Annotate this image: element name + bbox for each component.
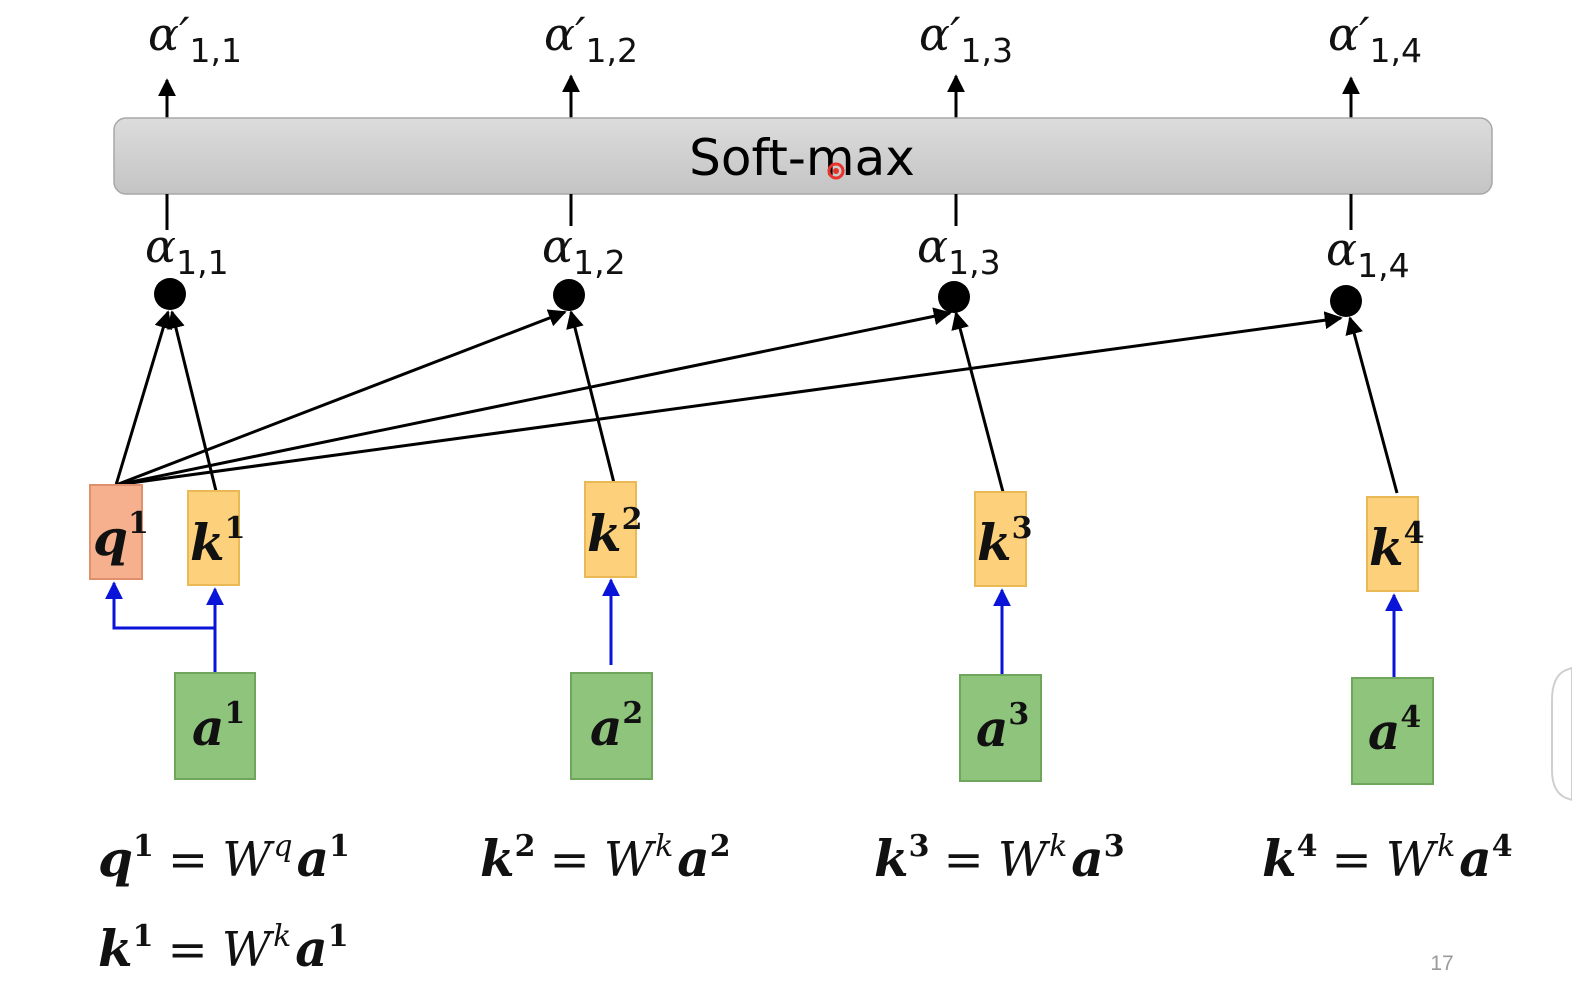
equation-k2: k2=Wka2 <box>480 829 731 888</box>
equation-k1: k1=Wka1 <box>98 919 349 978</box>
equations: q1=Wqa1 k2=Wka2 k3=Wka3 k4=Wka4 k1=Wka1 <box>98 829 1513 978</box>
key-arrow-1 <box>167 310 218 492</box>
key-vector-k3: k3 <box>974 491 1033 587</box>
key-vector-k1: k1 <box>187 490 246 586</box>
dot-product-node-3 <box>938 281 970 313</box>
input-box-3 <box>959 674 1042 782</box>
projection-arrows <box>105 578 1403 680</box>
key-box-3 <box>974 491 1027 587</box>
key-box-2 <box>584 481 637 578</box>
key-arrow-2 <box>566 310 617 488</box>
score-alpha-1-3: α1,3 <box>917 219 1001 282</box>
side-panel-edge[interactable] <box>1551 666 1572 802</box>
page-number: 17 <box>1430 952 1453 975</box>
key-arrows <box>167 310 1399 494</box>
input-box-2 <box>570 672 653 780</box>
key-box-1 <box>187 490 240 586</box>
output-alpha-prime-1-1: α′1,1 <box>148 7 242 70</box>
query-arrows <box>114 307 1343 487</box>
projection-arrow-a1-to-q1 <box>105 581 215 630</box>
score-alpha-1-1: α1,1 <box>145 219 229 282</box>
key-box-4 <box>1366 496 1419 592</box>
input-label-2: a2 <box>590 696 643 757</box>
key-vector-k2: k2 <box>584 481 643 578</box>
input-label-3: a3 <box>976 697 1029 758</box>
score-softmax-lines <box>165 194 1353 230</box>
key-arrow-3 <box>951 311 1005 493</box>
key-label-2: k2 <box>587 502 643 563</box>
input-vector-a2: a2 <box>570 672 653 780</box>
query-arrow-2 <box>115 309 567 487</box>
output-labels: α′1,1 α′1,2 α′1,3 α′1,4 <box>148 7 1422 70</box>
input-vector-a1: a1 <box>174 672 256 780</box>
score-alpha-1-2: α1,2 <box>542 219 626 282</box>
score-labels: α1,1 α1,2 α1,3 α1,4 <box>145 219 1410 285</box>
dot-product-node-1 <box>154 278 186 310</box>
equation-q1: q1=Wqa1 <box>98 829 350 888</box>
softmax-bar: Soft-max <box>113 117 1493 195</box>
query-arrow-3 <box>115 307 952 487</box>
dot-product-node-4 <box>1330 285 1362 317</box>
softmax-box <box>113 117 1493 195</box>
equation-k4: k4=Wka4 <box>1262 829 1513 888</box>
output-alpha-prime-1-2: α′1,2 <box>544 7 638 70</box>
input-vector-a4: a4 <box>1351 677 1434 785</box>
softmax-label: Soft-max <box>689 129 915 187</box>
softmax-output-arrows <box>158 74 1360 118</box>
key-arrow-4 <box>1345 316 1399 494</box>
input-vector-a3: a3 <box>959 674 1042 782</box>
key-label-4: k4 <box>1369 516 1425 577</box>
laser-pointer-icon <box>827 162 845 180</box>
query-label: q1 <box>93 506 149 567</box>
input-box-1 <box>174 672 256 780</box>
input-box-4 <box>1351 677 1434 785</box>
input-label-1: a1 <box>192 696 245 757</box>
key-vector-k4: k4 <box>1366 496 1425 592</box>
query-box <box>89 484 143 580</box>
dot-product-node-2 <box>553 279 585 311</box>
query-arrow-4 <box>115 311 1343 487</box>
equation-k3: k3=Wka3 <box>874 829 1125 888</box>
dot-product-nodes <box>154 278 1362 317</box>
key-label-1: k1 <box>190 511 246 572</box>
output-alpha-prime-1-4: α′1,4 <box>1328 7 1422 70</box>
input-label-4: a4 <box>1368 700 1421 761</box>
query-vector-q1: q1 <box>89 484 149 580</box>
key-vectors: k1 k2 k3 k4 <box>187 481 1425 592</box>
key-label-3: k3 <box>977 511 1033 572</box>
score-alpha-1-4: α1,4 <box>1326 222 1410 285</box>
input-vectors: a1 a2 a3 a4 <box>174 672 1434 785</box>
query-arrow-1 <box>114 310 172 486</box>
output-alpha-prime-1-3: α′1,3 <box>919 7 1013 70</box>
